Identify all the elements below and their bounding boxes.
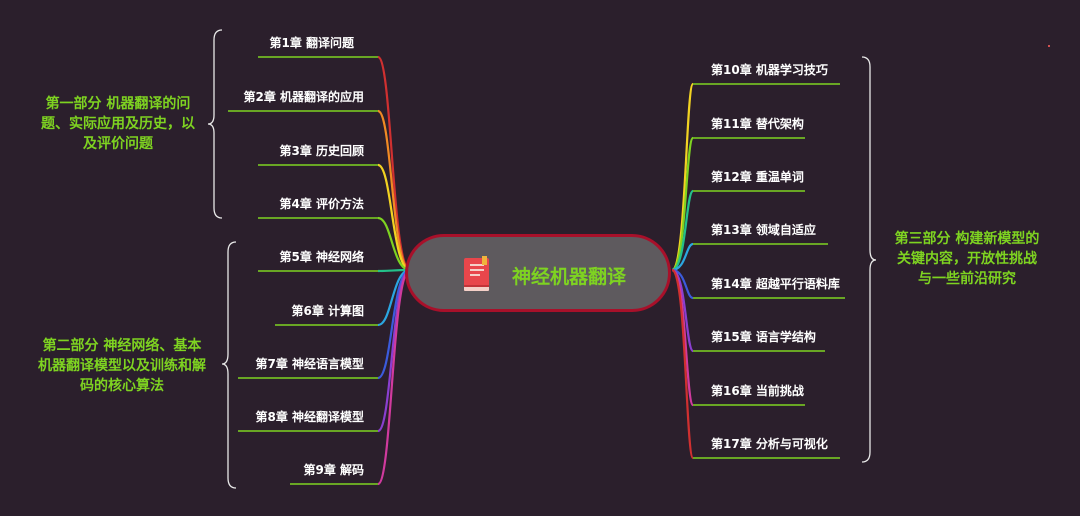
brace-part-1	[207, 29, 223, 219]
branch-connector-left-2	[376, 109, 411, 272]
chapter-node-13[interactable]: 第13章 领域自适应	[711, 223, 816, 237]
brace-part-3	[861, 56, 877, 463]
chapter-node-7[interactable]: 第7章 神经语言模型	[255, 357, 364, 371]
chapter-node-12[interactable]: 第12章 重温单词	[711, 170, 804, 184]
decorative-dot	[1048, 45, 1050, 47]
branch-connector-left-9	[376, 268, 412, 486]
book-icon	[464, 256, 489, 291]
part-3-label: 第三部分 构建新模型的关键内容，开放性挑战与一些前沿研究	[894, 231, 1040, 287]
central-topic[interactable]: 神经机器翻译	[405, 234, 671, 312]
chapter-node-5[interactable]: 第5章 神经网络	[279, 250, 364, 264]
part-1-label: 第一部分 机器翻译的问题、实际应用及历史，以及评价问题	[41, 96, 195, 152]
branch-connector-right-12	[671, 189, 695, 272]
chapter-node-11[interactable]: 第11章 替代架构	[711, 117, 804, 131]
chapter-node-6[interactable]: 第6章 计算图	[291, 304, 364, 318]
branch-connector-right-17	[670, 268, 695, 460]
chapter-node-2[interactable]: 第2章 机器翻译的应用	[243, 90, 364, 104]
branch-connector-right-13	[671, 242, 694, 272]
chapter-node-3[interactable]: 第3章 历史回顾	[279, 144, 364, 158]
branch-connector-left-1	[376, 55, 411, 272]
part-2-label: 第二部分 神经网络、基本机器翻译模型以及训练和解码的核心算法	[38, 338, 206, 394]
branch-connector-right-11	[671, 136, 695, 272]
central-topic-title: 神经机器翻译	[512, 266, 627, 288]
chapter-node-1[interactable]: 第1章 翻译问题	[269, 36, 354, 50]
chapter-node-9[interactable]: 第9章 解码	[303, 463, 364, 477]
chapter-node-4[interactable]: 第4章 评价方法	[279, 197, 364, 211]
chapter-node-17[interactable]: 第17章 分析与可视化	[711, 437, 828, 451]
chapter-node-8[interactable]: 第8章 神经翻译模型	[255, 410, 364, 424]
chapter-node-16[interactable]: 第16章 当前挑战	[711, 384, 804, 398]
chapter-node-15[interactable]: 第15章 语言学结构	[711, 330, 816, 344]
brace-part-2	[221, 241, 237, 489]
chapter-node-14[interactable]: 第14章 超越平行语料库	[711, 277, 840, 291]
branch-connector-left-3	[377, 163, 411, 272]
chapter-node-10[interactable]: 第10章 机器学习技巧	[711, 63, 828, 77]
